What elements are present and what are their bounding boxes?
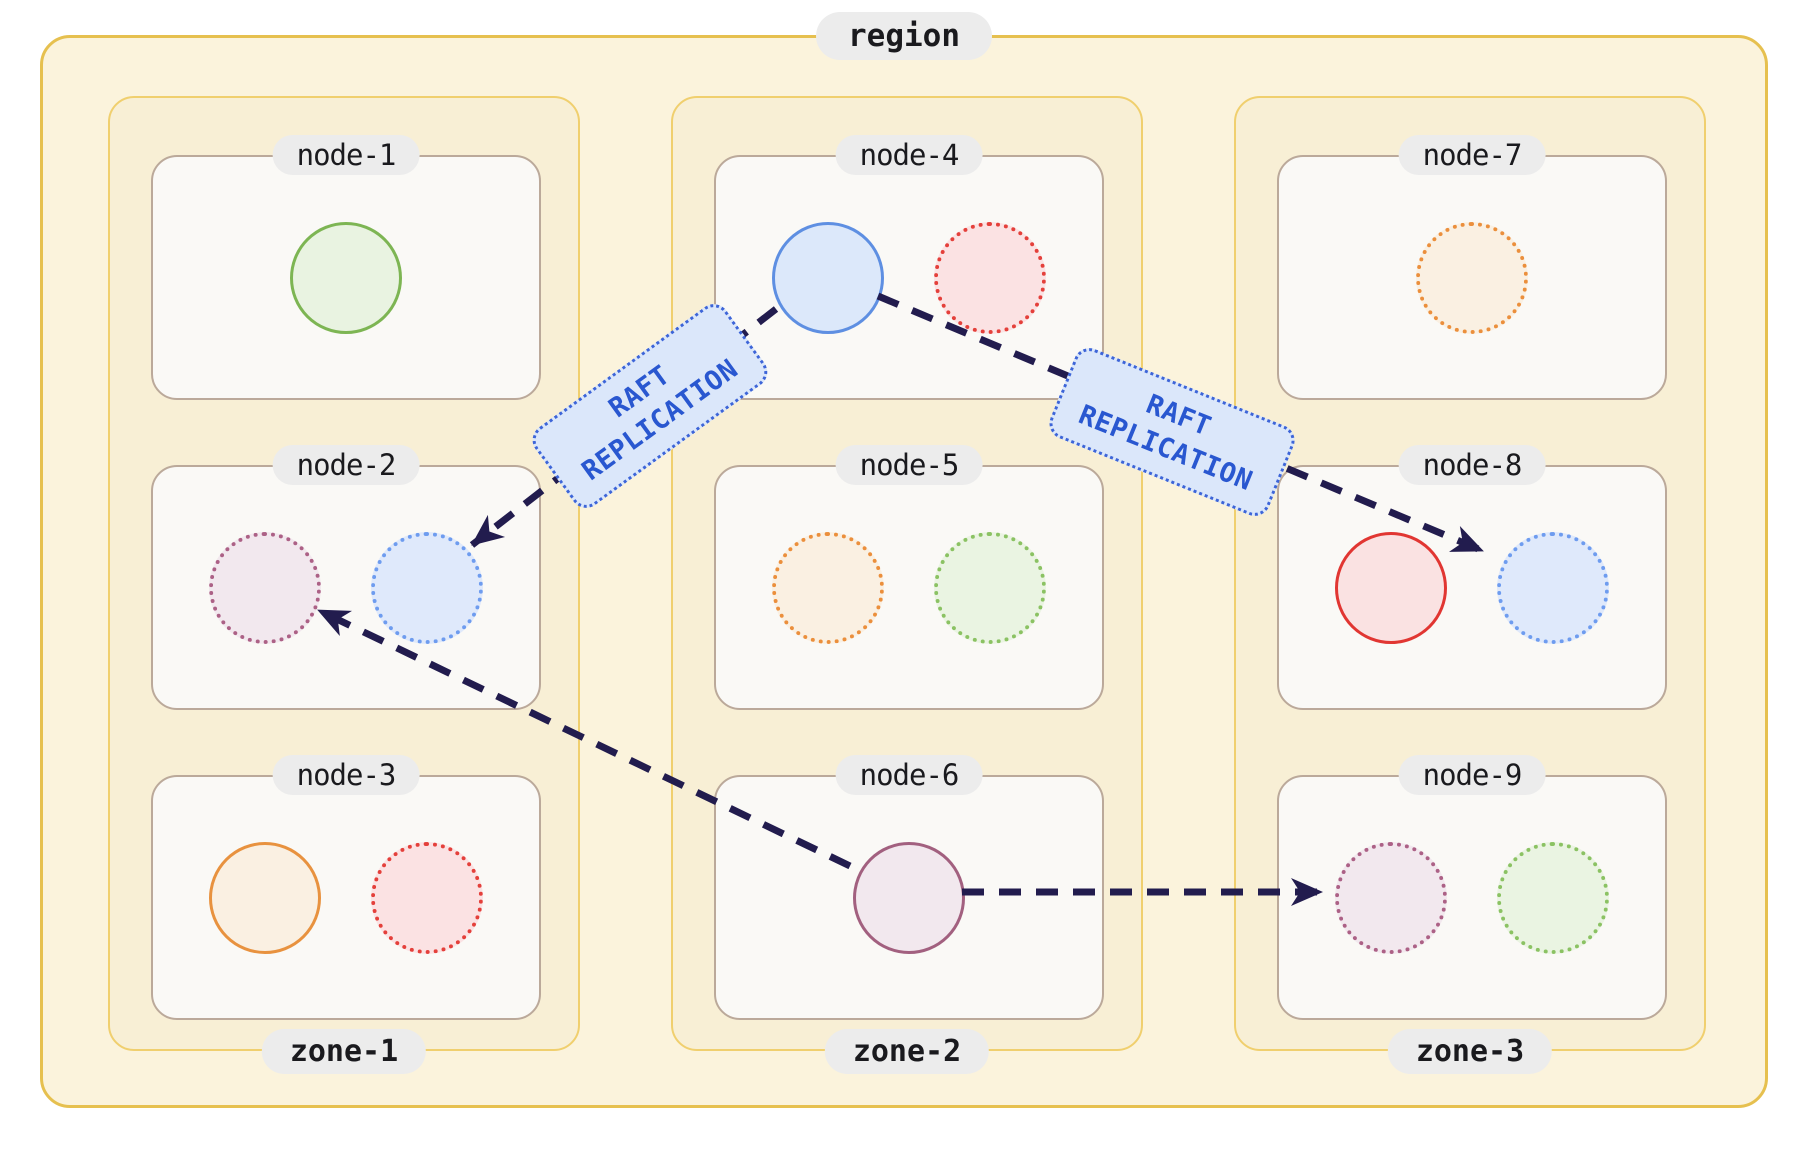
node-label: node-2	[272, 445, 420, 485]
region-box: region zone-1 node-1 node-2 node-3 zone-2 nod…	[40, 12, 1768, 1108]
replicas-row	[153, 157, 539, 398]
node-box-node-9: node-9	[1277, 755, 1667, 1020]
replicas-row	[716, 157, 1102, 398]
replicas-row	[1279, 157, 1665, 398]
replicas-row	[716, 467, 1102, 708]
node-label: node-3	[272, 755, 420, 795]
replica-purple-dotted	[1335, 841, 1447, 954]
replicas-row	[153, 467, 539, 708]
replica-red-dotted	[934, 221, 1046, 334]
replica-blue-dotted	[371, 531, 483, 644]
node-label: node-8	[1398, 445, 1546, 485]
node-box-node-7: node-7	[1277, 135, 1667, 400]
replica-green-solid	[290, 221, 402, 334]
node-label: node-7	[1398, 135, 1546, 175]
zone-box-zone-1: zone-1 node-1 node-2 node-3	[108, 96, 580, 1074]
node-box-node-1: node-1	[151, 135, 541, 400]
node-box-node-6: node-6	[714, 755, 1104, 1020]
replica-orange-solid	[209, 841, 321, 954]
node-label: node-4	[835, 135, 983, 175]
node-box-node-2: node-2	[151, 445, 541, 710]
replica-orange-dotted	[772, 531, 884, 644]
replicas-row	[1279, 467, 1665, 708]
replica-purple-dotted	[209, 531, 321, 644]
zone-label: zone-2	[824, 1029, 990, 1074]
node-label: node-5	[835, 445, 983, 485]
zone-box-zone-2: zone-2 node-4 node-5 node-6	[671, 96, 1143, 1074]
replica-green-dotted	[934, 531, 1046, 644]
node-label: node-9	[1398, 755, 1546, 795]
zone-label: zone-1	[261, 1029, 427, 1074]
replica-blue-dotted	[1497, 531, 1609, 644]
zone-box-zone-3: zone-3 node-7 node-8 node-9	[1234, 96, 1706, 1074]
node-box-node-5: node-5	[714, 445, 1104, 710]
replica-red-dotted	[371, 841, 483, 954]
replica-blue-solid	[772, 221, 884, 334]
replicas-row	[153, 777, 539, 1018]
node-box-node-3: node-3	[151, 755, 541, 1020]
replica-green-dotted	[1497, 841, 1609, 954]
node-label: node-6	[835, 755, 983, 795]
replica-purple-solid	[853, 841, 965, 954]
region-label: region	[816, 12, 992, 60]
zone-label: zone-3	[1387, 1029, 1553, 1074]
replica-red-solid	[1335, 531, 1447, 644]
node-box-node-4: node-4	[714, 135, 1104, 400]
replica-orange-dotted	[1416, 221, 1528, 334]
replicas-row	[716, 777, 1102, 1018]
node-box-node-8: node-8	[1277, 445, 1667, 710]
node-label: node-1	[272, 135, 420, 175]
replicas-row	[1279, 777, 1665, 1018]
